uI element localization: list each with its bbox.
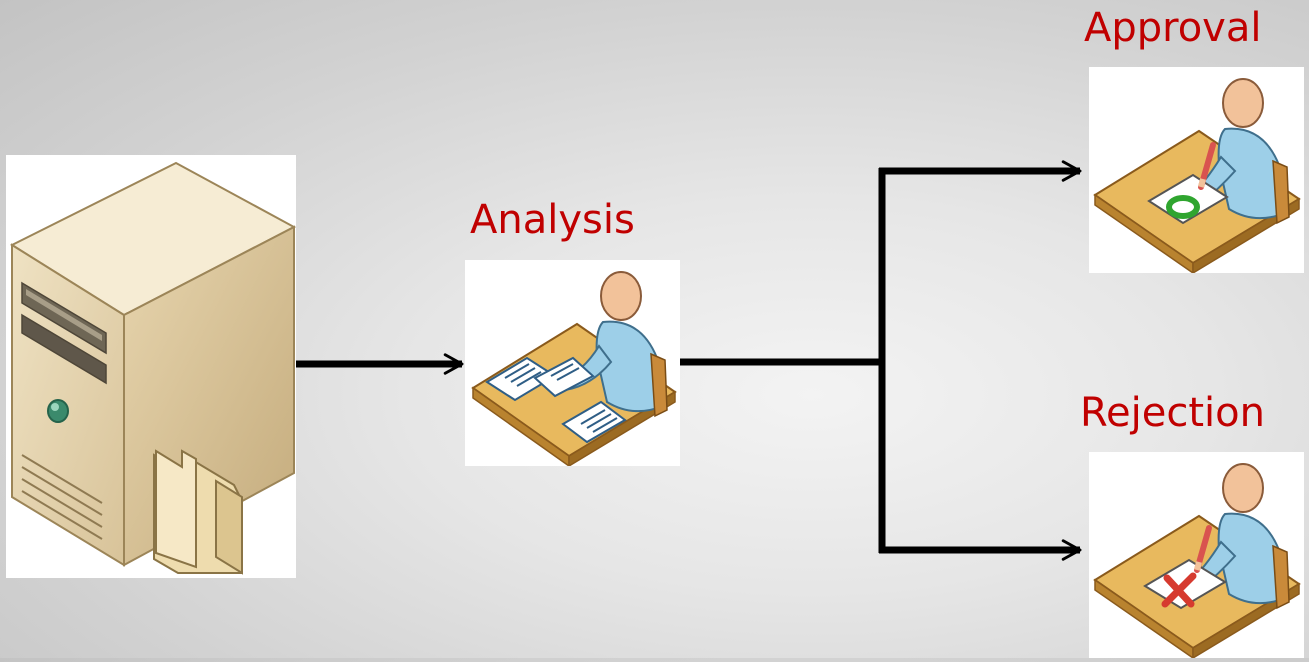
analysis-label: Analysis [470,197,635,243]
person-at-desk-approve-mark-icon [1093,78,1301,275]
person-at-desk-reviewing-documents-icon [471,271,677,468]
node-analysis [465,260,680,468]
node-source [6,155,297,578]
rejection-label: Rejection [1080,390,1265,436]
node-approval [1089,67,1304,275]
file-server-icon [9,161,297,575]
approval-label: Approval [1084,5,1262,51]
person-at-desk-reject-mark-icon [1093,463,1301,660]
node-rejection [1089,452,1304,660]
